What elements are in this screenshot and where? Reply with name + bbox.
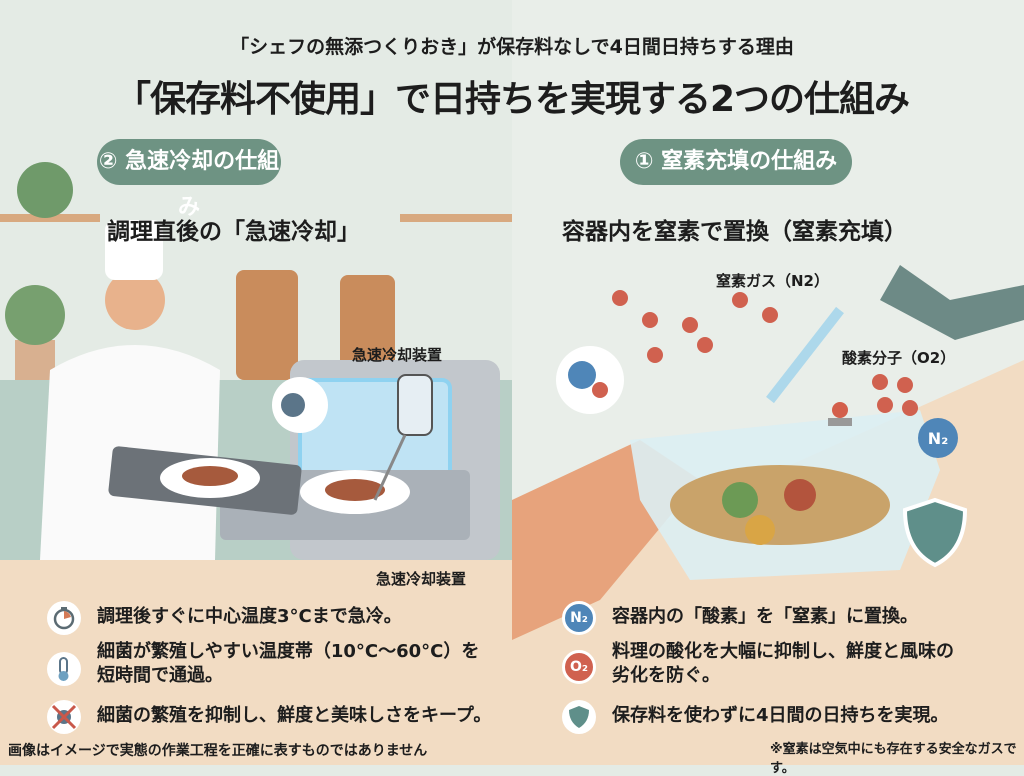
header-subtitle: 「シェフの無添つくりおき」が保存料なしで4日間日持ちする理由: [230, 36, 794, 58]
pill-nitrogen-filling: ① 窒素充填の仕組み: [620, 139, 852, 185]
label-oxygen: 酸素分子（O2）: [842, 349, 956, 367]
pill-rapid-cooling: ② 急速冷却の仕組み: [97, 139, 281, 220]
oxygen-molecules: [612, 290, 918, 416]
chef-illustration: [105, 270, 165, 330]
n2-icon: N₂: [562, 601, 596, 635]
label-chiller-bottom: 急速冷却装置: [376, 570, 467, 588]
right-bullet-2-line1: 料理の酸化を大幅に抑制し、鮮度と風味の: [612, 641, 954, 662]
page-title: 「保存料不使用」で日持ちを実現する2つの仕組み: [114, 79, 910, 120]
label-nitrogen-gas: 窒素ガス（N2）: [716, 272, 829, 290]
left-footnote: 画像はイメージで実態の作業工程を正確に表すものではありません: [8, 743, 428, 759]
cutting-board: [236, 270, 298, 380]
right-bullet-2: 料理の酸化を大幅に抑制し、鮮度と風味の劣化を防ぐ。: [612, 640, 954, 688]
left-heading: 調理直後の「急速冷却」: [107, 219, 360, 245]
no-bacteria-icon: [47, 700, 81, 734]
shield-icon: [562, 700, 596, 734]
n2-molecule: [568, 361, 596, 389]
thermometer-icon: [47, 652, 81, 686]
stopwatch-icon: [47, 601, 81, 635]
right-bullet-2-line2: 劣化を防ぐ。: [612, 665, 720, 686]
plant-illustration: [17, 162, 73, 218]
right-heading: 容器内を窒素で置換（窒素充填）: [562, 219, 907, 245]
label-chiller-top: 急速冷却装置: [352, 346, 443, 364]
shield-illustration: [902, 497, 968, 568]
probe-thermometer-illustration: [397, 374, 433, 436]
left-bullet-2-line2: 短時間で通過。: [97, 665, 223, 686]
valve: [832, 402, 848, 418]
left-bullet-2-line1: 細菌が繁殖しやすい温度帯（10°C〜60°C）を: [97, 641, 480, 662]
left-bullet-3: 細菌の繁殖を抑制し、鮮度と美味しさをキープ。: [97, 705, 492, 726]
left-bullet-1: 調理後すぐに中心温度3°Cまで急冷。: [97, 606, 402, 627]
right-bullet-3: 保存料を使わずに4日間の日持ちを実現。: [612, 705, 949, 726]
o2-icon: O₂: [562, 650, 596, 684]
left-bullet-2: 細菌が繁殖しやすい温度帯（10°C〜60°C）を短時間で通過。: [97, 640, 479, 688]
nitrogen-nozzle-illustration: [880, 265, 1024, 340]
svg-text:N₂: N₂: [928, 429, 948, 448]
right-footnote: ※窒素は空気中にも存在する安全なガスです。: [770, 742, 1017, 776]
right-bullet-1: 容器内の「酸素」を「窒素」に置換。: [612, 606, 918, 627]
